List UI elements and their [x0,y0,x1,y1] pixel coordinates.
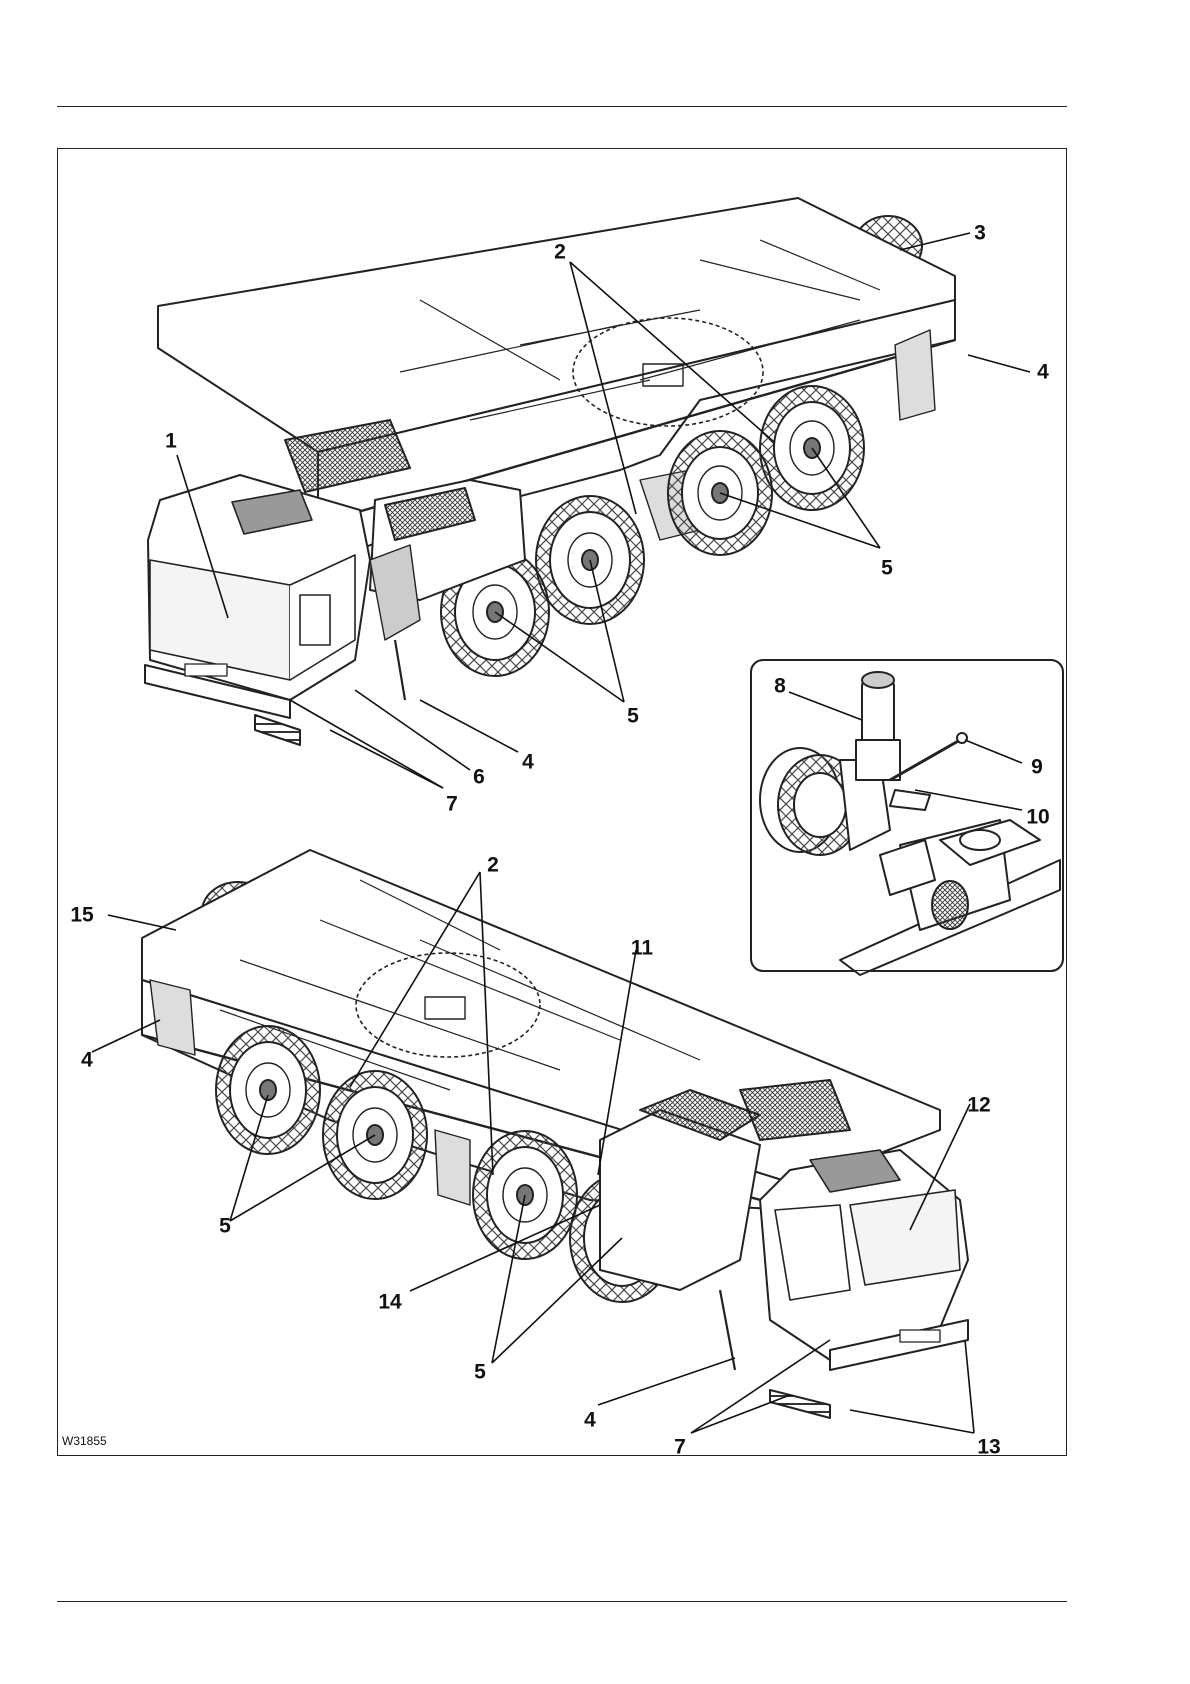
callout-7-lower: 7 [674,1437,686,1458]
callout-5-upper-front: 5 [627,706,639,727]
callout-11: 11 [631,938,653,959]
callout-5-lower-front: 5 [474,1362,486,1383]
callout-14: 14 [378,1292,401,1313]
callout-6: 6 [473,767,485,788]
callout-3: 3 [974,223,986,244]
callout-5-lower-rear: 5 [219,1216,231,1237]
callout-2-lower: 2 [487,855,499,876]
callout-1: 1 [165,431,177,452]
figure-id: W31855 [62,1434,107,1448]
callout-5-upper-rear: 5 [881,558,893,579]
callout-13: 13 [977,1437,1000,1458]
inset-frame [751,660,1063,971]
callout-2-upper: 2 [554,242,566,263]
callout-12: 12 [967,1095,990,1116]
callout-15: 15 [70,905,93,926]
callout-10: 10 [1026,807,1049,828]
callout-4-upper-front: 4 [522,752,534,773]
callout-9: 9 [1031,757,1043,778]
callout-8: 8 [774,676,786,697]
callout-7-upper: 7 [446,794,458,815]
callout-4-lower-front: 4 [584,1410,596,1431]
callout-4-upper-rear: 4 [1037,362,1049,383]
callout-4-lower-rear: 4 [81,1050,93,1071]
